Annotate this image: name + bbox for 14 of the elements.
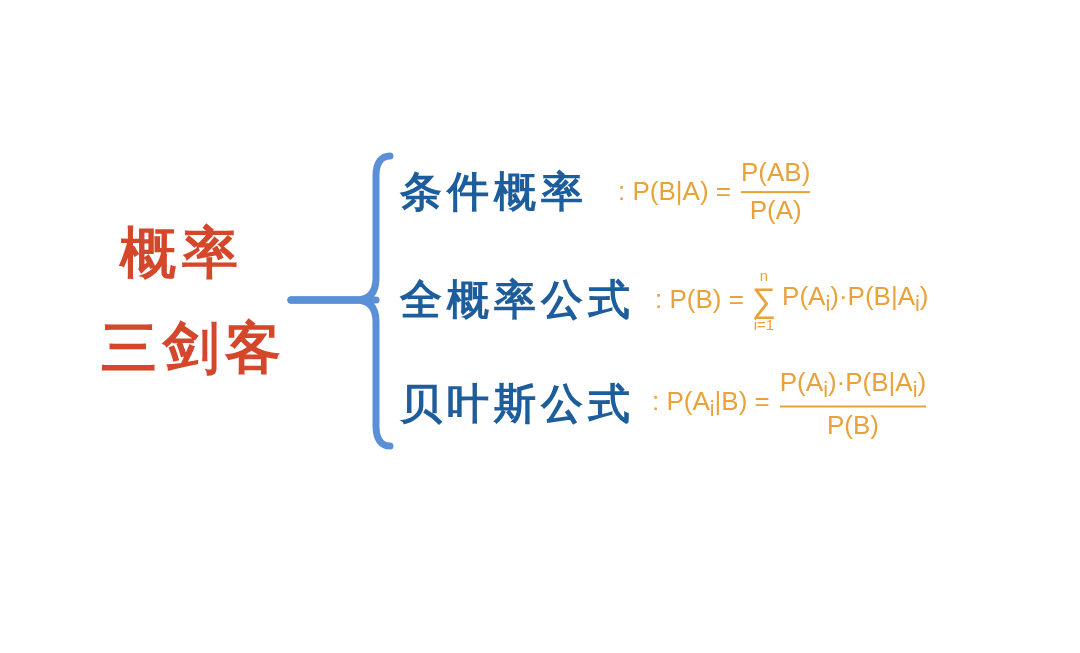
branch-text: 贝叶斯公式: [400, 380, 635, 428]
formula-text: P(A): [749, 196, 802, 226]
topic-text: 概率三剑客: [99, 205, 289, 395]
formula-text: P(B): [827, 410, 879, 441]
formula-text: n: [759, 268, 769, 283]
formula-text: : P(A$_{i}$|B) =: [652, 386, 770, 422]
branch-text: 全概率公式: [400, 276, 635, 324]
formula-text: P(A$_{i}$)·P(B|A$_{i}$): [779, 367, 927, 403]
formula-text: : P(B) =: [655, 285, 744, 315]
formula-text: P(A$_{i}$)·P(B|A$_{i}$): [782, 282, 929, 318]
branch-text: 条件概率: [400, 168, 588, 216]
formula-text: : P(B|A) =: [618, 177, 731, 207]
formula-text: P(AB): [740, 158, 811, 188]
sum-symbol: ∑: [751, 283, 777, 317]
